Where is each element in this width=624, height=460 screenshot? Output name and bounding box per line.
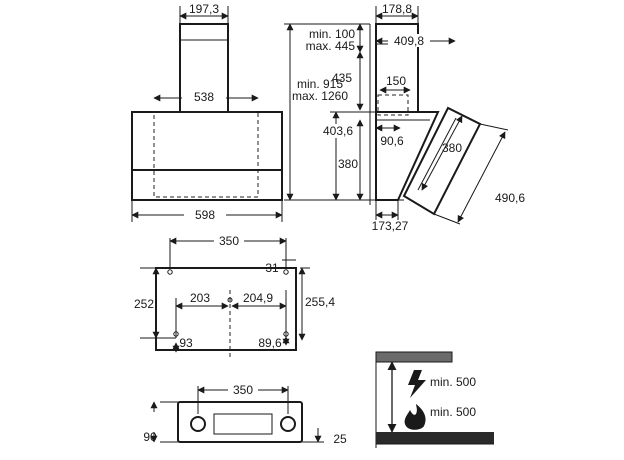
bottom-panel [177, 401, 303, 443]
knob-left [190, 416, 206, 432]
dim-bracket-350: 350 [219, 234, 239, 248]
dim-height-255: 255,4 [305, 295, 335, 309]
dim-height-252: 252 [134, 297, 154, 311]
side-view: 178,8 409,8 min. 100 max. 445 435 min. 9… [284, 2, 525, 233]
dim-height-90: 90 [143, 430, 157, 444]
hole-top-right [283, 269, 289, 275]
control-display [213, 413, 273, 435]
dim-chimney-depth: 178,8 [382, 2, 412, 16]
lightning-icon [408, 370, 426, 398]
bracket-view: 350 31 252 255,4 203 204,9 93 89,6 [134, 233, 335, 358]
side-body [375, 111, 440, 201]
dim-offset-89: 89,6 [258, 336, 282, 350]
dim-outlet-150: 150 [386, 74, 406, 88]
dim-body-width: 598 [195, 208, 215, 222]
knob-right [280, 416, 296, 432]
dim-outlet-90: 90,6 [380, 134, 404, 148]
cooktop [376, 432, 494, 444]
dim-offset-93: 93 [179, 336, 193, 350]
dim-height-403: 403,6 [323, 124, 353, 138]
dim-total-min: min. 915 [297, 77, 343, 91]
clearance-electric: min. 500 [430, 375, 476, 389]
dim-height-380: 380 [338, 157, 358, 171]
clearance-view: min. 500 min. 500 [375, 351, 494, 448]
flame-icon [404, 404, 426, 430]
dim-total-max: max. 1260 [292, 89, 348, 103]
dim-bottom-350: 350 [233, 383, 253, 397]
dim-glass-490: 490,6 [495, 191, 525, 205]
dim-offset-31: 31 [265, 261, 279, 275]
dim-glass-380: 380 [442, 141, 462, 155]
clearance-gas: min. 500 [430, 405, 476, 419]
bottom-view: 350 90 25 [143, 382, 347, 446]
dim-max-445: max. 445 [306, 39, 356, 53]
dim-right-204: 204,9 [243, 291, 273, 305]
hood-silhouette [375, 351, 453, 363]
dim-min-100: min. 100 [309, 27, 355, 41]
dim-offset-25: 25 [333, 432, 347, 446]
dim-height-435: 435 [332, 71, 352, 85]
hole-top-left [167, 269, 173, 275]
dim-left-203: 203 [190, 291, 210, 305]
front-view: 197,3 538 598 [131, 2, 283, 222]
dim-bottom-depth: 173,27 [372, 219, 409, 233]
dim-duct-width: 538 [194, 90, 214, 104]
dim-chimney-width: 197,3 [189, 2, 219, 16]
dim-chimney-to-wall: 409,8 [394, 34, 424, 48]
